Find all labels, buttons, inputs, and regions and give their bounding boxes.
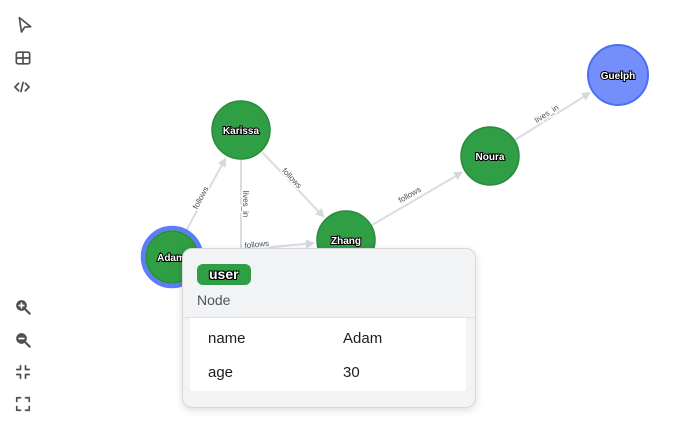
node-guelph[interactable] xyxy=(587,44,649,106)
graph-view-icon[interactable] xyxy=(12,13,34,35)
zoom-in-icon[interactable] xyxy=(12,296,34,318)
edge-noura-guelph[interactable] xyxy=(514,95,585,141)
zoom-out-icon[interactable] xyxy=(12,329,34,351)
property-key: age xyxy=(208,363,234,381)
arrowhead xyxy=(315,208,325,218)
node-tooltip: user Node name Adam age 30 xyxy=(182,248,476,408)
table-view-icon[interactable] xyxy=(12,47,34,69)
tooltip-divider xyxy=(183,317,475,318)
edge-label: lives_in xyxy=(241,191,250,218)
arrowhead xyxy=(305,239,315,249)
node-noura[interactable] xyxy=(460,126,520,186)
node-type-badge: user xyxy=(197,264,251,285)
property-row: age 30 xyxy=(190,354,466,390)
property-row: name Adam xyxy=(190,318,466,354)
entity-kind-label: Node xyxy=(197,292,231,308)
edge-adam-karissa[interactable] xyxy=(185,162,224,232)
property-table: name Adam age 30 xyxy=(190,318,466,391)
edge-label: follows xyxy=(280,166,303,190)
fullscreen-icon[interactable] xyxy=(12,393,34,415)
arrowhead xyxy=(452,171,463,180)
edge-karissa-zhang[interactable] xyxy=(261,151,321,214)
property-key: name xyxy=(208,330,246,347)
edge-label: follows xyxy=(191,185,211,211)
arrowhead xyxy=(581,92,591,101)
node-karissa[interactable] xyxy=(211,100,271,160)
property-value: 30 xyxy=(343,363,360,381)
code-view-icon[interactable] xyxy=(11,76,33,98)
fit-view-icon[interactable] xyxy=(12,361,34,383)
arrowhead xyxy=(217,157,226,168)
property-value: Adam xyxy=(343,330,383,347)
edge-zhang-noura[interactable] xyxy=(371,175,457,226)
